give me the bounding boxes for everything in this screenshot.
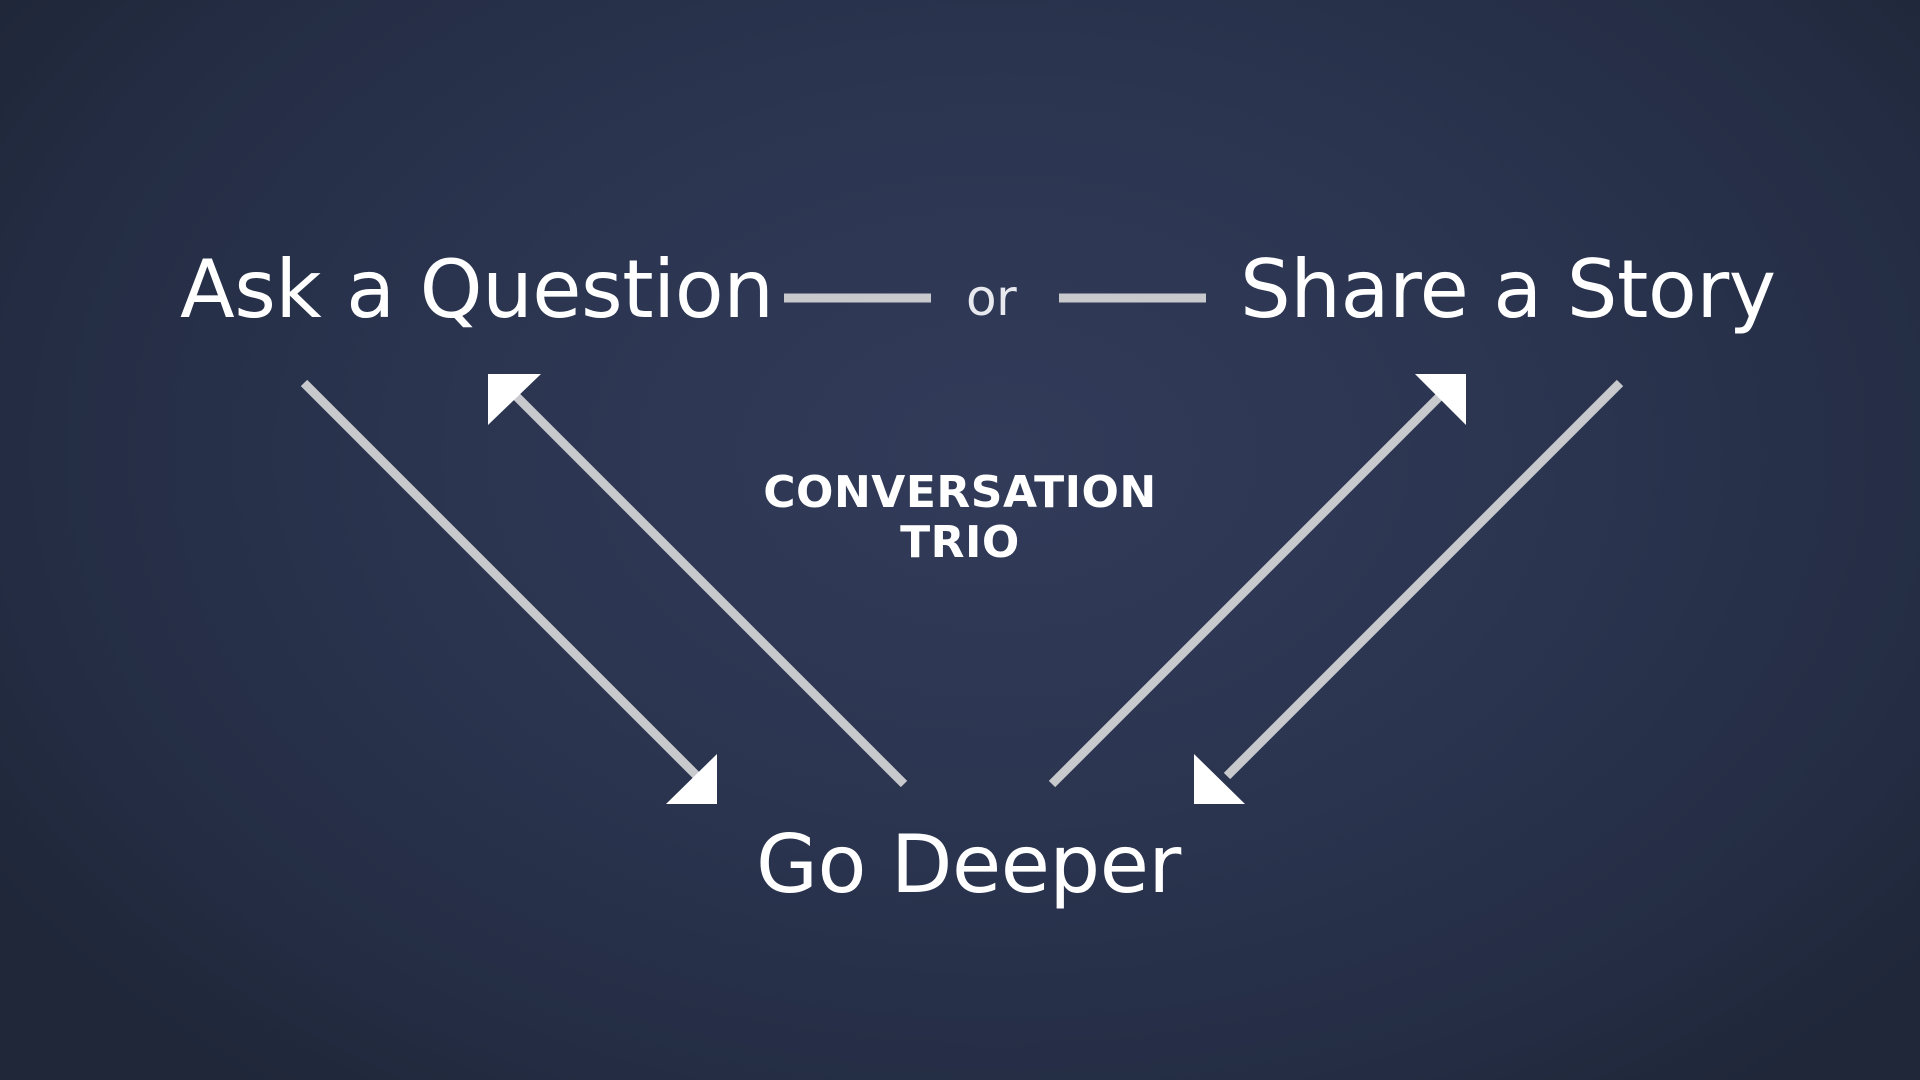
arrow-share-to-deeper-line <box>1223 379 1624 780</box>
center-title: CONVERSATION TRIO <box>760 468 1160 568</box>
node-go-deeper: Go Deeper <box>756 818 1181 911</box>
arrow-ask-to-deeper-head <box>666 754 717 804</box>
arrow-deeper-to-share-head <box>1415 374 1466 425</box>
arrow-share-to-deeper-head <box>1194 754 1245 804</box>
connector-or-text: or <box>966 269 1017 327</box>
arrow-deeper-to-ask-line <box>509 389 908 788</box>
arrow-deeper-to-share-line <box>1048 389 1447 788</box>
arrow-ask-to-deeper-line <box>300 379 701 780</box>
node-share-a-story: Share a Story <box>1240 243 1776 336</box>
arrow-deeper-to-ask-head <box>488 374 541 425</box>
center-title-line-1: CONVERSATION <box>763 467 1157 518</box>
center-title-line-2: TRIO <box>900 517 1020 568</box>
node-ask-a-question: Ask a Question <box>180 243 774 336</box>
